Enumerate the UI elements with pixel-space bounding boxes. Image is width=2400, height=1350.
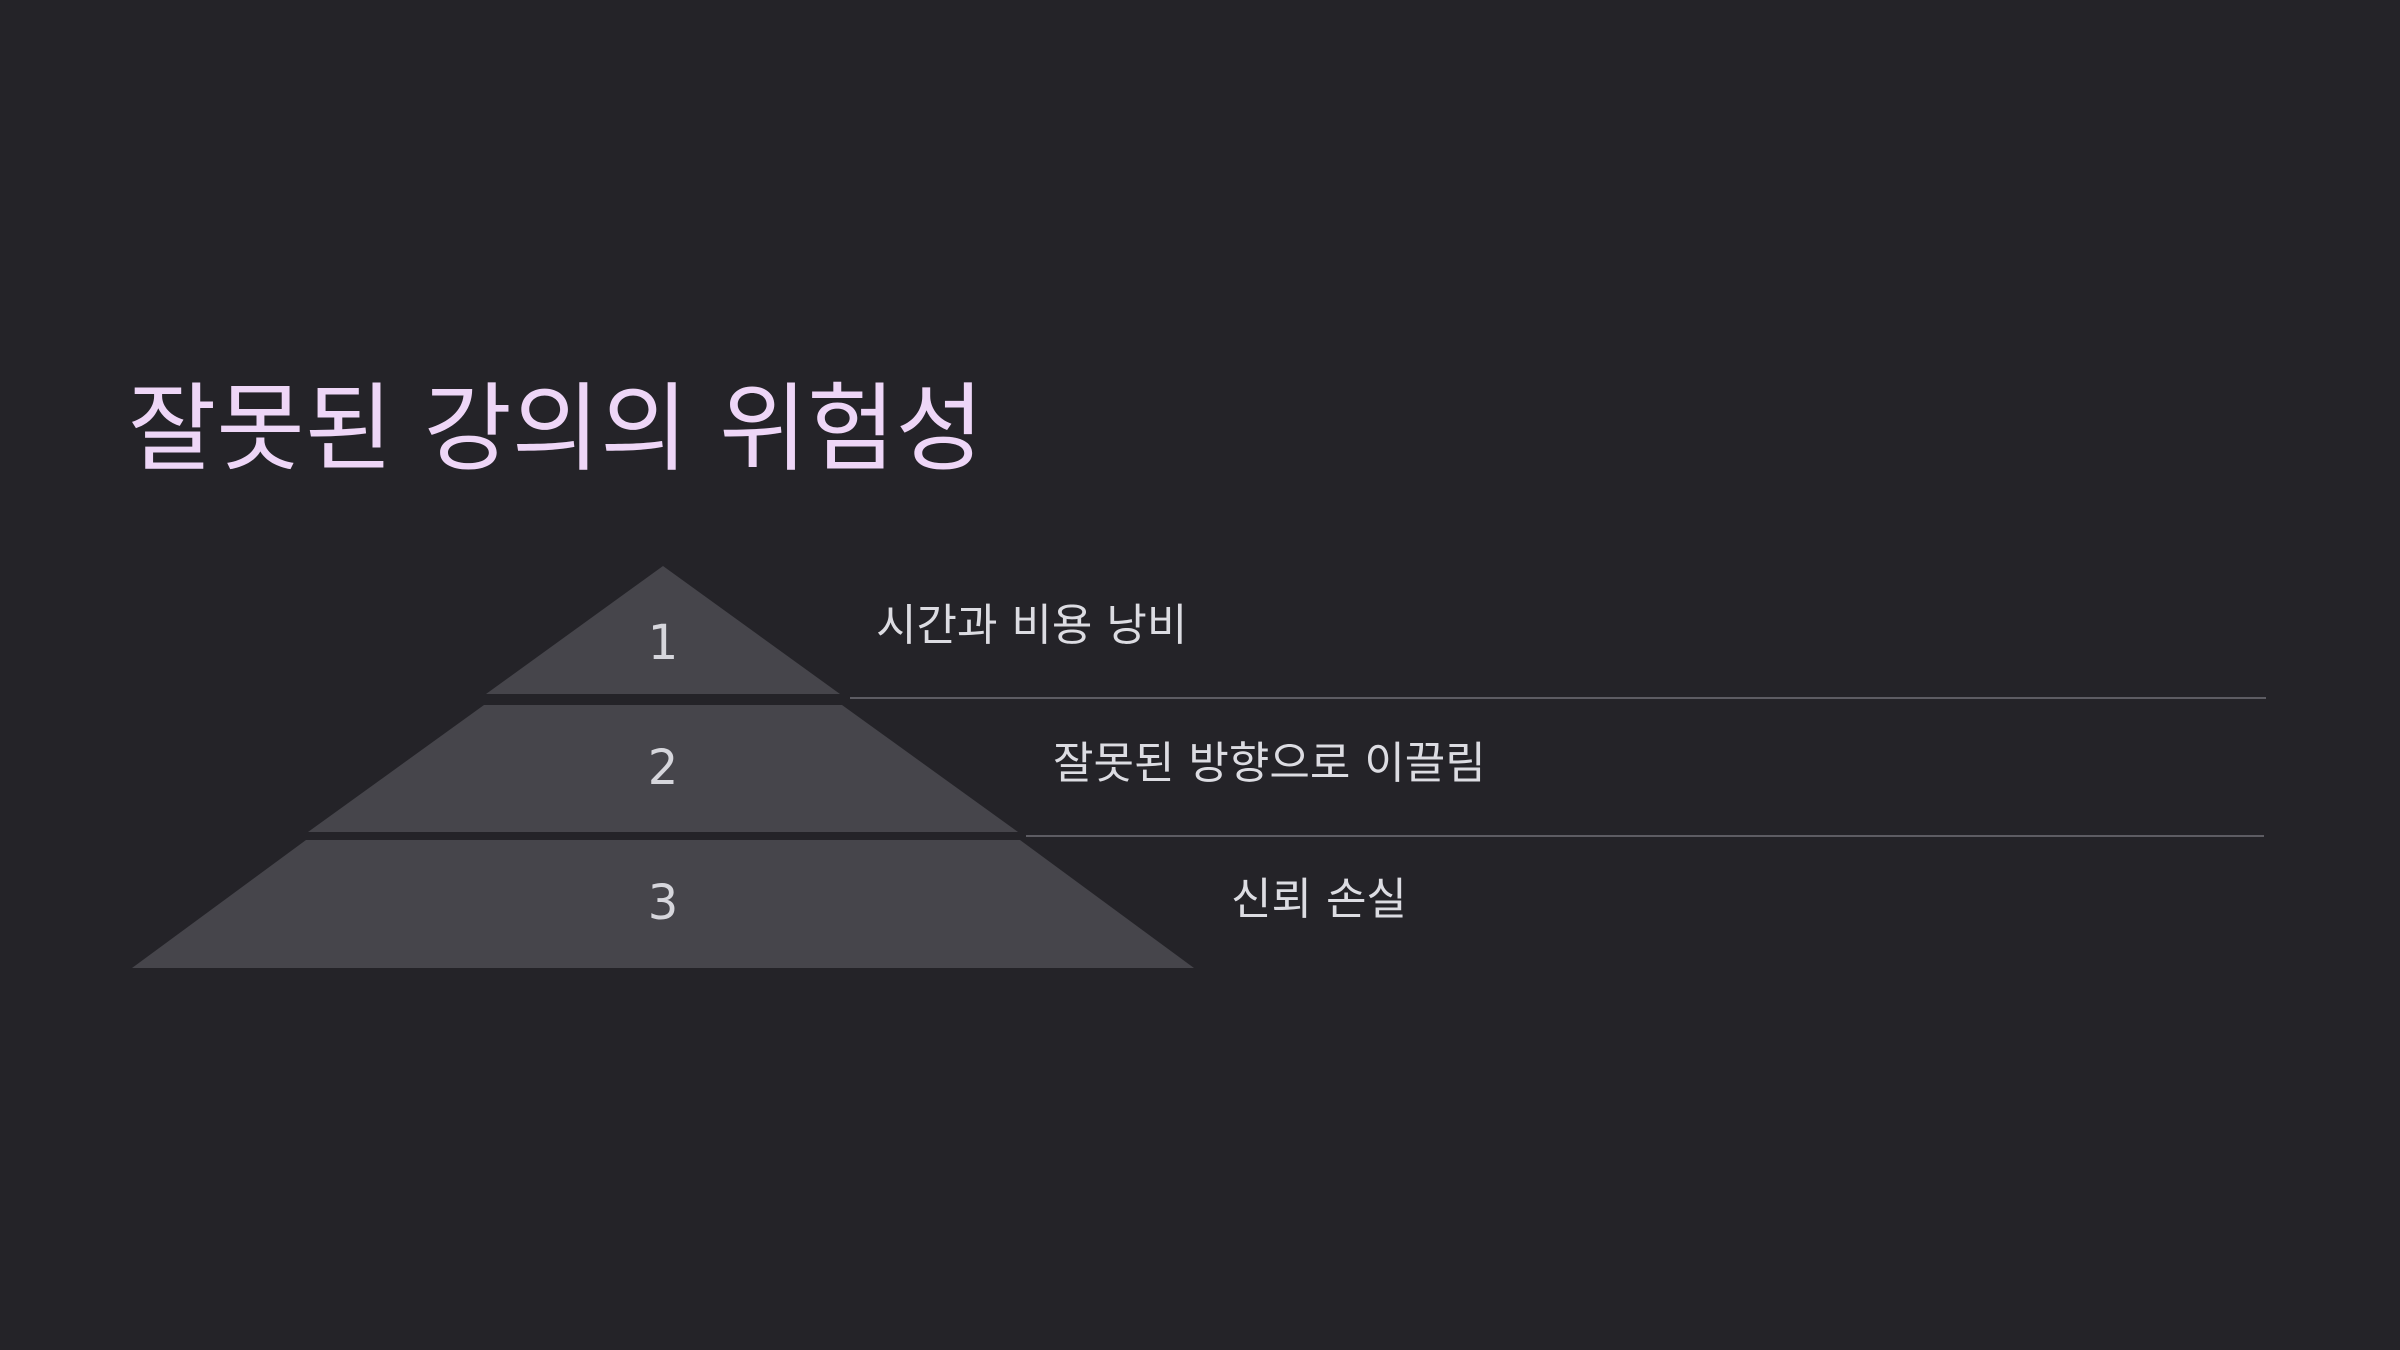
level-1-divider [850,697,2266,699]
slide-title: 잘못된 강의의 위험성 [128,373,984,485]
level-2-divider [1026,835,2264,837]
pyramid-tier-3 [132,840,1194,968]
level-3-label: 신뢰 손실 [1231,874,1407,925]
level-2-label: 잘못된 방향으로 이끌림 [1053,738,1486,789]
tier-number-2: 2 [648,740,679,796]
pyramid-tier-2 [308,705,1018,832]
pyramid-tier-1 [486,566,840,694]
tier-number-1: 1 [648,615,679,671]
tier-number-3: 3 [648,875,679,931]
level-1-label: 시간과 비용 낭비 [876,600,1188,651]
